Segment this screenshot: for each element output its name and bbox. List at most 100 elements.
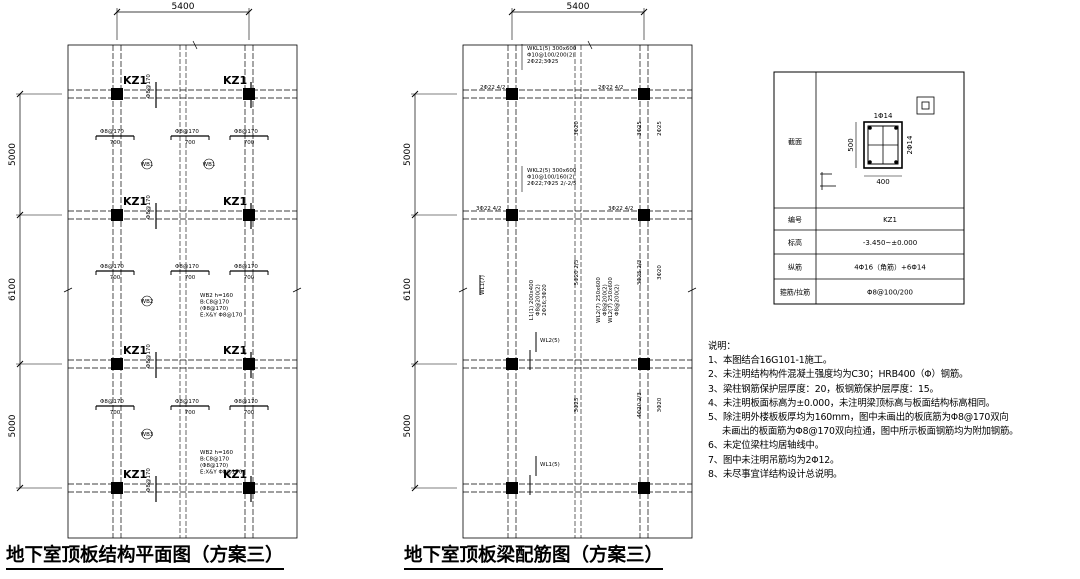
slab-tag-label: WB3: [141, 432, 154, 438]
table-row-label: 箍筋/拉筋: [780, 288, 810, 297]
section-top-bar: 1Φ14: [874, 112, 893, 120]
mid-beam-note: WL2(7) 250x600: [608, 277, 614, 323]
bar-length: 700: [185, 410, 196, 416]
column-label: KZ1: [123, 468, 147, 481]
mid-beam-note: Φ8@200(2): [603, 284, 609, 316]
dimension-tick: [411, 90, 419, 98]
column-kz1: [506, 482, 518, 494]
dimension-label-left: 5000: [403, 143, 413, 166]
dimension-tick: [411, 484, 419, 492]
corner-bar: [894, 126, 898, 130]
column-kz1: [638, 209, 650, 221]
column-kz1: [243, 482, 255, 494]
column-kz1: [243, 209, 255, 221]
table-row-label: 标高: [788, 238, 802, 247]
plan2-title: 地下室顶板梁配筋图（方案三）: [404, 545, 664, 570]
column-kz1: [506, 358, 518, 370]
column-label: KZ1: [223, 468, 247, 481]
dimension-tick: [411, 360, 419, 368]
reinf-tag: Φ8@170: [146, 195, 152, 219]
slab-outline: [67, 44, 298, 539]
break-mark: [458, 287, 468, 293]
mid-beam-note: 2Φ16;3Φ20: [542, 284, 548, 316]
design-notes: 说明： 1、本图结合16G101-1施工。 2、未注明结构构件混凝土强度均为C3…: [708, 340, 1076, 482]
column-label: KZ1: [123, 195, 147, 208]
section-side-bar: 2Φ14: [906, 135, 914, 154]
mid-beam-note: Φ8@200(2): [536, 284, 542, 316]
table-section-label: 截面: [788, 137, 802, 146]
beam-small-label: WL1(7): [480, 275, 486, 295]
bar-length: 700: [244, 140, 255, 146]
beam-small-label: WL2(5): [540, 338, 560, 344]
bar-label: Φ8@170: [234, 129, 258, 135]
column-kz1: [506, 209, 518, 221]
reinf-tag: Φ8@170: [146, 344, 152, 368]
column-label: KZ1: [223, 74, 247, 87]
corner-bar: [868, 126, 872, 130]
bar-label: Φ8@170: [100, 129, 124, 135]
dimension-label-left: 6100: [8, 278, 18, 301]
reinf-tag: Φ8@170: [146, 468, 152, 492]
column-label: KZ1: [123, 74, 147, 87]
mid-beam-note: WL2(7) 250x600: [596, 277, 602, 323]
beam-rebar-vertical: 3Φ25: [574, 397, 580, 412]
dimension-label-left: 5000: [8, 414, 18, 437]
dimension-label-left: 5000: [403, 414, 413, 437]
column-label: KZ1: [223, 195, 247, 208]
dimension-tick: [245, 8, 253, 16]
column-label: KZ1: [223, 344, 247, 357]
dimension-label-top: 5400: [172, 2, 195, 12]
beam-rebar-vertical: 3Φ20: [574, 121, 580, 136]
bar-length: 700: [110, 410, 121, 416]
bar-length: 700: [185, 275, 196, 281]
slab-tag: [141, 295, 153, 307]
slab-note: E:X&Y Φ8@170: [200, 470, 243, 476]
beam-rebar-vertical: 3Φ20: [657, 265, 663, 280]
dimension-tick: [411, 211, 419, 219]
slab-note: WB2 h=160: [200, 293, 234, 299]
support-rebar: 2Φ22 4/2: [598, 85, 623, 91]
beam-spec: Φ10@100/160(2): [527, 175, 574, 181]
bar-length: 700: [244, 410, 255, 416]
table-row-value: -3.450~±0.000: [863, 239, 917, 247]
beam-spec: 2Φ22;7Φ25 2/-2/5: [527, 181, 577, 187]
column-kz1: [638, 482, 650, 494]
bar-label: Φ8@170: [175, 399, 199, 405]
key-plan-symbol: [916, 96, 935, 115]
beam-spec: WKL2(5) 300x600: [527, 168, 577, 174]
slab-note: WB2 h=160: [200, 450, 234, 456]
beam-spec: 2Φ22;3Φ25: [527, 59, 559, 65]
support-rebar: 3Φ22 4/2: [476, 206, 501, 212]
column-kz1: [638, 358, 650, 370]
slab-note: B:C8@170: [200, 300, 229, 306]
note-item: 3、梁柱钢筋保护层厚度：20，板钢筋保护层厚度：15。: [708, 383, 939, 395]
table-row-label: 编号: [788, 215, 802, 224]
column-kz1: [638, 88, 650, 100]
beam-rebar-vertical: 4Φ20 2/3: [637, 392, 643, 418]
table-border: [773, 71, 965, 305]
column-kz1: [111, 482, 123, 494]
beam-rebar-vertical: 3Φ20: [657, 397, 663, 412]
slab-tag: [203, 158, 215, 170]
column-label: KZ1: [123, 344, 147, 357]
bar-label: Φ8@170: [175, 129, 199, 135]
note-item: 2、未注明结构构件混凝土强度均为C30；HRB400（Φ）钢筋。: [708, 369, 969, 381]
slab-tag: [141, 158, 153, 170]
break-mark: [587, 40, 593, 50]
bar-length: 700: [110, 140, 121, 146]
column-kz1: [243, 88, 255, 100]
table-row-value: KZ1: [883, 216, 897, 224]
reinf-tag: Φ8@170: [146, 74, 152, 98]
bar-length: 700: [185, 140, 196, 146]
beam-spec: Φ10@100/200(2): [527, 53, 574, 59]
slab-note: E:X&Y Φ8@170: [200, 313, 243, 319]
beam-rebar-vertical: 3Φ25 2/3: [637, 259, 643, 285]
plan1-title: 地下室顶板结构平面图（方案三）: [6, 545, 284, 570]
slab-note: (Φ8@170): [200, 306, 228, 312]
slab-note: (Φ8@170): [200, 463, 228, 469]
bar-label: Φ8@170: [175, 264, 199, 270]
table-row-value: 4Φ16（角筋）+6Φ14: [854, 263, 926, 272]
slab-note: B:C8@170: [200, 457, 229, 463]
